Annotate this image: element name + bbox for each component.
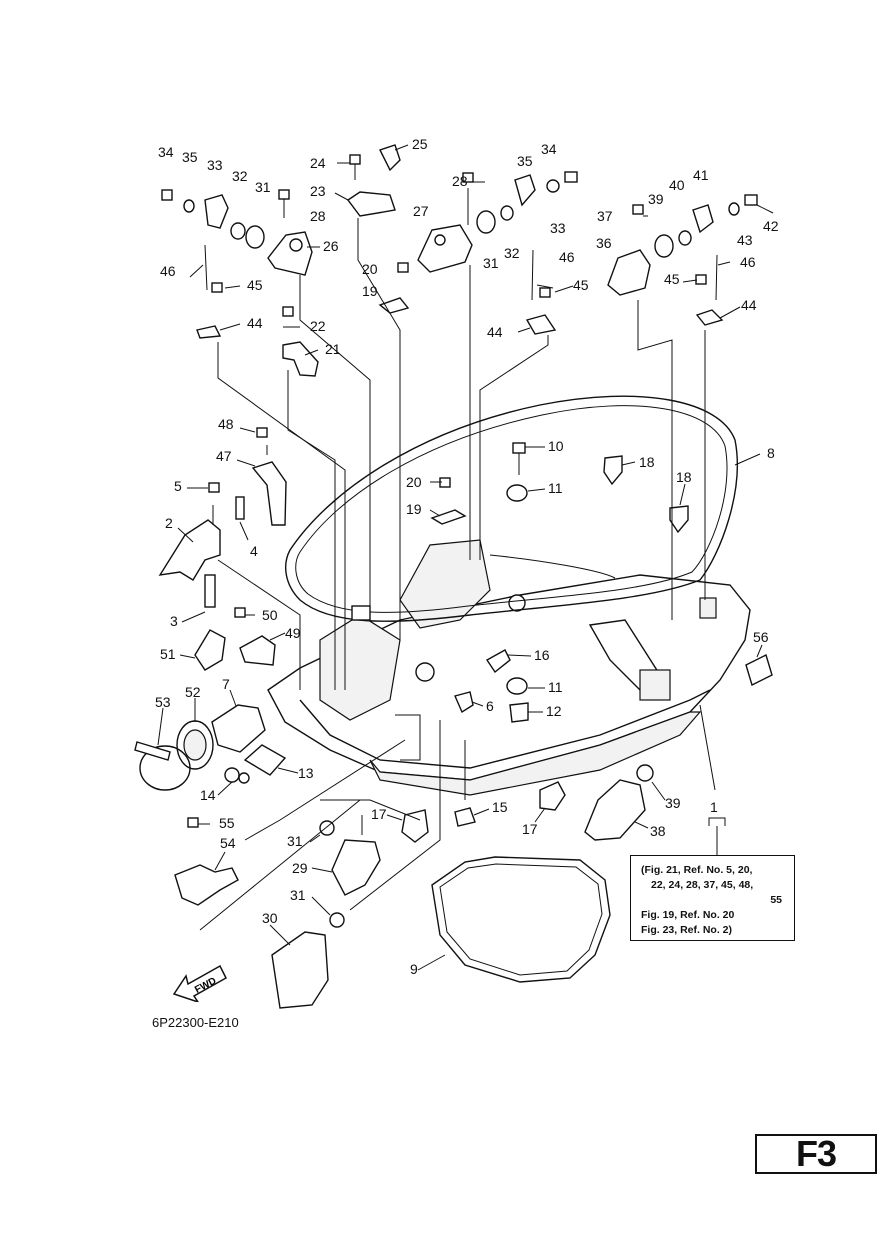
callout-54: 54 bbox=[220, 835, 236, 851]
callout-9: 9 bbox=[410, 961, 418, 977]
figure-id-box: F3 bbox=[755, 1134, 877, 1174]
callout-45c: 45 bbox=[664, 271, 680, 287]
callout-53: 53 bbox=[155, 694, 171, 710]
callout-43: 43 bbox=[737, 232, 753, 248]
callout-26: 26 bbox=[323, 238, 339, 254]
upper-parts bbox=[161, 144, 758, 377]
callout-27: 27 bbox=[413, 203, 429, 219]
callout-19: 19 bbox=[362, 283, 378, 299]
callout-44b: 44 bbox=[487, 324, 503, 340]
callout-2: 2 bbox=[165, 515, 173, 531]
callout-34: 34 bbox=[158, 144, 174, 160]
reference-line-5: Fig. 23, Ref. No. 2) bbox=[641, 924, 733, 936]
callout-8: 8 bbox=[767, 445, 775, 461]
callout-17: 17 bbox=[371, 806, 387, 822]
callout-12: 12 bbox=[546, 703, 562, 719]
callout-35: 35 bbox=[182, 149, 198, 165]
callout-32: 32 bbox=[232, 168, 248, 184]
callout-5: 5 bbox=[174, 478, 182, 494]
callout-18: 18 bbox=[639, 454, 655, 470]
callout-6: 6 bbox=[486, 698, 494, 714]
bottom-seal bbox=[431, 856, 611, 983]
callout-51: 51 bbox=[160, 646, 176, 662]
callout-29: 29 bbox=[292, 860, 308, 876]
callout-41: 41 bbox=[693, 167, 709, 183]
callout-20: 20 bbox=[362, 261, 378, 277]
callout-31d: 31 bbox=[290, 887, 306, 903]
callout-30: 30 bbox=[262, 910, 278, 926]
callout-44c: 44 bbox=[741, 297, 757, 313]
callout-46a: 46 bbox=[160, 263, 176, 279]
callout-50: 50 bbox=[262, 607, 278, 623]
callout-49: 49 bbox=[285, 625, 301, 641]
callout-28b: 28 bbox=[452, 173, 468, 189]
callout-45b: 45 bbox=[573, 277, 589, 293]
callout-55: 55 bbox=[219, 815, 235, 831]
callout-46b: 46 bbox=[559, 249, 575, 265]
callout-14: 14 bbox=[200, 787, 216, 803]
left-parts bbox=[134, 427, 381, 1009]
callout-20b: 20 bbox=[406, 474, 422, 490]
callout-34b: 34 bbox=[541, 141, 557, 157]
callout-7: 7 bbox=[222, 676, 230, 692]
callout-16: 16 bbox=[534, 647, 550, 663]
callout-28: 28 bbox=[310, 208, 326, 224]
diagram-code: 6P22300-E210 bbox=[152, 1015, 239, 1030]
bottom-cowling bbox=[267, 539, 751, 796]
callout-21: 21 bbox=[325, 341, 341, 357]
callout-11b: 11 bbox=[548, 679, 563, 695]
callout-46c: 46 bbox=[740, 254, 756, 270]
callout-18b: 18 bbox=[676, 469, 692, 485]
reference-note: (Fig. 21, Ref. No. 5, 20, 22, 24, 28, 37… bbox=[630, 855, 795, 941]
callout-13: 13 bbox=[298, 765, 314, 781]
callout-42: 42 bbox=[763, 218, 779, 234]
callout-56: 56 bbox=[753, 629, 769, 645]
callout-31b: 31 bbox=[483, 255, 499, 271]
callout-22: 22 bbox=[310, 318, 326, 334]
callout-38: 38 bbox=[650, 823, 666, 839]
callout-40: 40 bbox=[669, 177, 685, 193]
figure-id: F3 bbox=[795, 1133, 837, 1174]
callout-31: 31 bbox=[255, 179, 271, 195]
callout-1: 1 bbox=[710, 799, 718, 815]
callout-15: 15 bbox=[492, 799, 508, 815]
reference-line-1: (Fig. 21, Ref. No. 5, 20, bbox=[641, 864, 753, 876]
callout-stubs bbox=[157, 144, 774, 971]
callout-25: 25 bbox=[412, 136, 428, 152]
callout-45a: 45 bbox=[247, 277, 263, 293]
callout-24: 24 bbox=[310, 155, 326, 171]
callout-17b: 17 bbox=[522, 821, 538, 837]
callout-32b: 32 bbox=[504, 245, 520, 261]
callout-19b: 19 bbox=[406, 501, 422, 517]
callout-33b: 33 bbox=[550, 220, 566, 236]
callout-37: 37 bbox=[597, 208, 613, 224]
reference-line-2: 22, 24, 28, 37, 45, 48, bbox=[651, 879, 754, 891]
callout-39b: 39 bbox=[665, 795, 681, 811]
callout-48: 48 bbox=[218, 416, 234, 432]
reference-line-3: 55 bbox=[770, 894, 782, 906]
leader-lines bbox=[199, 218, 706, 931]
right-parts bbox=[401, 442, 773, 855]
callout-10: 10 bbox=[548, 438, 564, 454]
callout-52: 52 bbox=[185, 684, 201, 700]
reference-line-4: Fig. 19, Ref. No. 20 bbox=[641, 909, 735, 921]
callout-47: 47 bbox=[216, 448, 232, 464]
callout-3: 3 bbox=[170, 613, 178, 629]
callout-23: 23 bbox=[310, 183, 326, 199]
callout-35b: 35 bbox=[517, 153, 533, 169]
callout-33: 33 bbox=[207, 157, 223, 173]
callout-36: 36 bbox=[596, 235, 612, 251]
callout-labels: 34 35 33 32 31 28 26 24 25 23 28 27 35 3… bbox=[155, 136, 779, 977]
fwd-arrow-icon: FWD bbox=[172, 956, 232, 1007]
callout-39: 39 bbox=[648, 191, 664, 207]
callout-4: 4 bbox=[250, 543, 258, 559]
callout-31c: 31 bbox=[287, 833, 303, 849]
callout-11: 11 bbox=[548, 480, 563, 496]
callout-44a: 44 bbox=[247, 315, 263, 331]
